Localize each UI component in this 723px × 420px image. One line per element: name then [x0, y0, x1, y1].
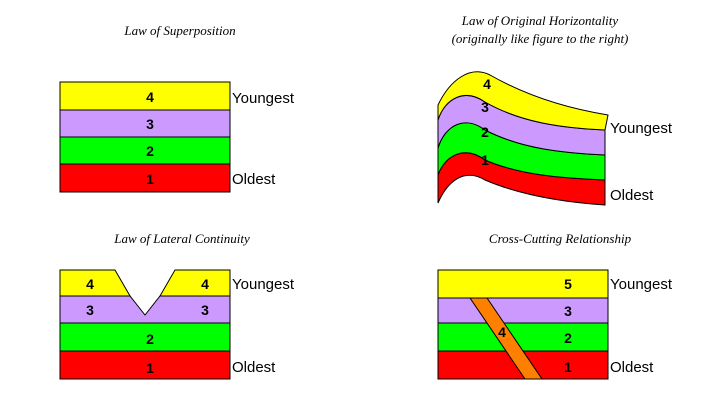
superposition-title: Law of Superposition	[123, 23, 235, 38]
crosscutting-title: Cross-Cutting Relationship	[489, 231, 632, 246]
cc-3-number: 3	[564, 303, 572, 319]
cc-1-number: 1	[564, 359, 572, 375]
layer-1-red	[59, 163, 231, 193]
youngest-label: Youngest	[232, 276, 295, 293]
oldest-label: Oldest	[232, 171, 276, 188]
layer-3-purple	[59, 109, 231, 138]
horizontality-title: Law of Original Horizontality	[461, 13, 619, 28]
lateral-layer-1-red	[59, 350, 231, 380]
layer-4-yellow	[59, 81, 231, 111]
lateral-layer-4-left-yellow	[59, 269, 131, 297]
lateral-1-number: 1	[146, 360, 154, 376]
folded-layer-1-number: 1	[481, 152, 489, 168]
layer-4-number: 4	[146, 89, 154, 105]
oldest-label: Oldest	[610, 359, 654, 376]
cc-layer-4-orange-dike	[469, 297, 543, 380]
cc-5-number: 5	[564, 276, 572, 292]
folded-layer-2-number: 2	[481, 124, 489, 140]
lateral-layer-4-right-yellow	[159, 269, 231, 297]
lateral-3-right-number: 3	[201, 302, 209, 318]
lateral-4-right-number: 4	[201, 276, 209, 292]
panel-superposition: Law of Superposition 4 3 2 1 Youngest Ol…	[59, 23, 295, 193]
cc-4-number: 4	[498, 324, 506, 340]
lateral-title: Law of Lateral Continuity	[113, 231, 250, 246]
panel-horizontality: Law of Original Horizontality (originall…	[437, 13, 673, 206]
cc-2-number: 2	[564, 330, 572, 346]
cc-layer-2-green	[437, 322, 609, 352]
panel-lateral-continuity: Law of Lateral Continuity 4 4 3 3 2 1 Yo…	[59, 231, 295, 380]
youngest-label: Youngest	[232, 90, 295, 107]
youngest-label: Youngest	[610, 276, 673, 293]
lateral-2-number: 2	[146, 331, 154, 347]
folded-layer-4-number: 4	[483, 76, 491, 92]
cc-layer-5-yellow	[437, 269, 609, 299]
layer-3-number: 3	[146, 116, 154, 132]
lateral-layer-2-green	[59, 322, 231, 352]
folded-layer-3-number: 3	[481, 99, 489, 115]
oldest-label: Oldest	[610, 187, 654, 204]
folded-layer-4-yellow	[437, 71, 609, 131]
panel-cross-cutting: Cross-Cutting Relationship 5 4 3 2 1 You…	[437, 231, 673, 380]
lateral-4-left-number: 4	[86, 276, 94, 292]
oldest-label: Oldest	[232, 359, 276, 376]
layer-2-number: 2	[146, 143, 154, 159]
lateral-3-left-number: 3	[86, 302, 94, 318]
layer-2-green	[59, 136, 231, 165]
cc-layer-3-purple	[437, 297, 609, 324]
youngest-label: Youngest	[610, 120, 673, 137]
horizontality-subtitle: (originally like figure to the right)	[452, 31, 629, 46]
layer-1-number: 1	[146, 171, 154, 187]
